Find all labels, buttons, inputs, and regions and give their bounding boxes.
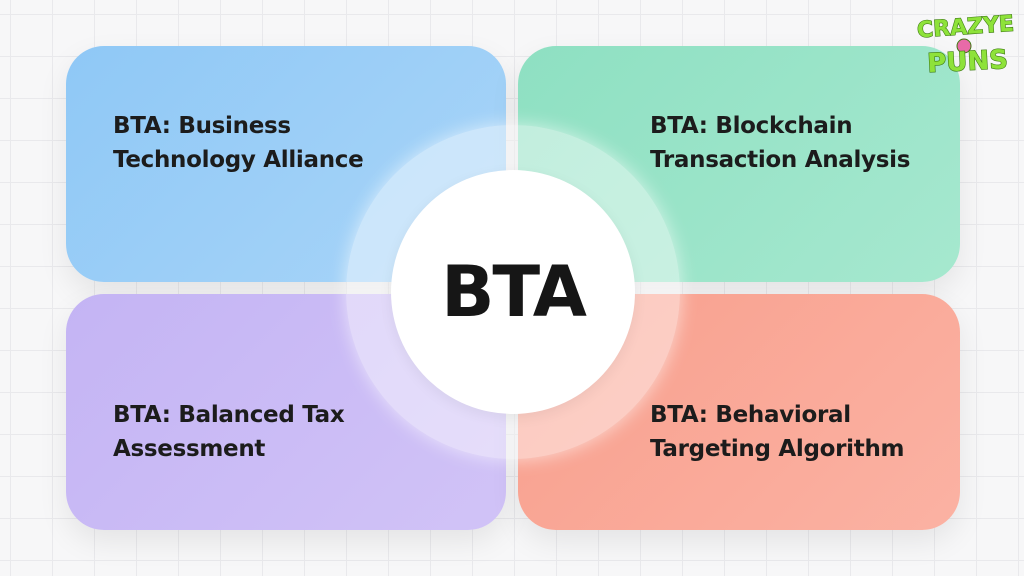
logo-line-2: PUNS [927,45,1009,78]
quadrant-label-line: Transaction Analysis [650,147,911,173]
quadrant-label-bottom-right: BTA: Behavioral Targeting Algorithm [650,398,904,466]
quadrant-label-line: BTA: Blockchain [650,113,853,139]
quadrant-label-line: BTA: Business [113,113,291,139]
center-title: BTA [441,251,587,333]
quadrant-label-top-left: BTA: Business Technology Alliance [113,109,364,177]
quadrant-label-line: BTA: Balanced Tax [113,402,345,428]
quadrant-label-line: BTA: Behavioral [650,402,851,428]
quadrant-label-top-right: BTA: Blockchain Transaction Analysis [650,109,910,177]
quadrant-label-line: Technology Alliance [113,147,364,173]
crazye-puns-logo: CRAZYE PUNS [916,11,1016,78]
brain-mascot-icon [956,38,972,54]
quadrant-label-line: Assessment [113,436,266,462]
center-circle: BTA [391,170,635,414]
quadrant-label-line: Targeting Algorithm [650,436,905,462]
quadrant-label-bottom-left: BTA: Balanced Tax Assessment [113,398,345,466]
logo-line-1: CRAZYE [916,12,1015,44]
